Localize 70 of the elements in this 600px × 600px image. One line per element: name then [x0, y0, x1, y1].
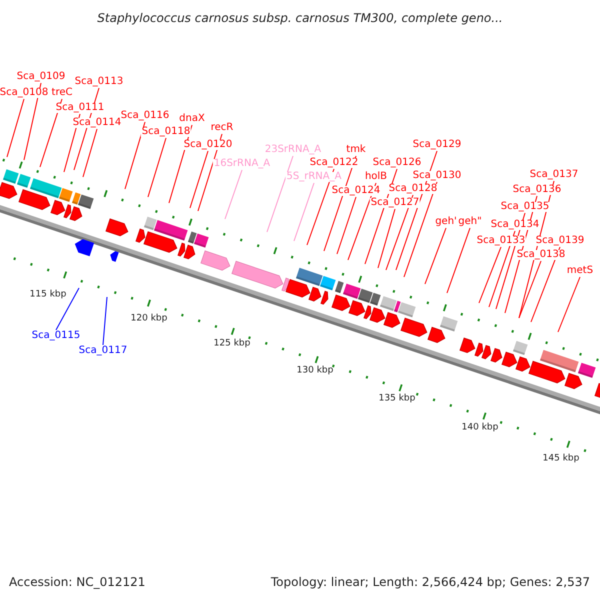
leader-line — [518, 260, 542, 318]
leader-line — [386, 194, 414, 270]
scale-label: 130 kbp — [296, 366, 334, 376]
gene-label: Sca_0128 — [388, 184, 438, 194]
leader-line — [378, 208, 396, 268]
leader-line — [24, 82, 42, 160]
leader-line — [306, 168, 334, 246]
gene-label: Sca_0136 — [512, 185, 562, 195]
map-title: Staphylococcus carnosus subsp. carnosus TM300, complete geno... — [96, 12, 504, 24]
footer-text: Topology: linear; Length: 2,566,424 bp; Genes: 2,537 — [270, 576, 590, 588]
gene-label: Sca_0127 — [370, 198, 420, 208]
gene-label: Sca_0134 — [490, 220, 540, 230]
gene-label: metS — [566, 266, 594, 276]
gene-label: Sca_0124 — [330, 186, 382, 196]
gene-label: Sca_0111 — [54, 103, 106, 113]
scale-label: 145 kbp — [542, 454, 580, 464]
leader-line — [558, 276, 580, 332]
gene-label: geh" — [457, 217, 483, 227]
leader-line — [102, 296, 108, 346]
leader-line — [424, 228, 446, 284]
leader-line — [148, 138, 166, 198]
leader-line — [6, 98, 24, 158]
scale-label: 120 kbp — [130, 314, 168, 324]
leader-line — [446, 228, 470, 294]
gene-label: Sca_0114 — [72, 118, 122, 128]
leader-line — [224, 170, 242, 220]
leader-line — [40, 98, 62, 168]
gene-label: recR — [210, 123, 234, 133]
scale-label: 115 kbp — [30, 290, 66, 300]
gene-label: Sca_0126 — [372, 158, 422, 168]
gene-label: geh' — [434, 217, 458, 227]
gene-label: Sca_0109 — [16, 72, 66, 82]
scale-label: 140 kbp — [462, 424, 498, 432]
gene-label: Sca_0113 — [74, 77, 124, 87]
gene-label: Sca_0129 — [412, 140, 462, 150]
gene-label: tmk — [345, 145, 367, 155]
leader-line — [82, 128, 98, 178]
gene-label: treC — [50, 88, 74, 98]
gene-label: Sca_0115 — [30, 331, 82, 341]
leader-line — [190, 150, 208, 208]
scale-label: 125 kbp — [214, 340, 250, 348]
gene-label: Sca_0120 — [182, 140, 234, 150]
gene-label: 5S_rRNA_A — [286, 172, 342, 182]
gene-label: Sca_0135 — [500, 202, 550, 212]
leader-line — [348, 182, 376, 260]
leader-line — [294, 182, 314, 242]
gene-label: Sca_0133 — [476, 236, 526, 246]
leader-line — [404, 182, 438, 278]
footer-text: Accession: NC_012121 — [9, 576, 146, 588]
gene-label: 23SrRNA_A — [264, 145, 322, 155]
gene-label: holB — [364, 172, 388, 182]
gene-label: Sca_0118 — [140, 127, 192, 137]
gene-label: Sca_0137 — [528, 170, 580, 180]
leader-line — [488, 230, 516, 308]
leader-line — [530, 246, 560, 322]
gene-label: Sca_0138 — [516, 250, 566, 260]
leader-line — [478, 246, 502, 304]
gene-label: Sca_0122 — [308, 158, 360, 168]
gene-label: Sca_0130 — [412, 171, 462, 181]
gene-label: Sca_0139 — [534, 236, 586, 246]
leader-line — [266, 156, 294, 232]
leader-line — [336, 196, 356, 254]
gene-label: dnaX — [178, 114, 206, 124]
gene-label: Sca_0117 — [78, 346, 128, 356]
gene-label: Sca_0108 — [0, 88, 50, 98]
gene-label: Sca_0116 — [120, 111, 170, 121]
leader-line — [56, 288, 80, 330]
scale-label: 135 kbp — [378, 394, 416, 404]
leader-line — [124, 122, 146, 190]
gene-label: 16SrRNA_A — [212, 159, 272, 169]
